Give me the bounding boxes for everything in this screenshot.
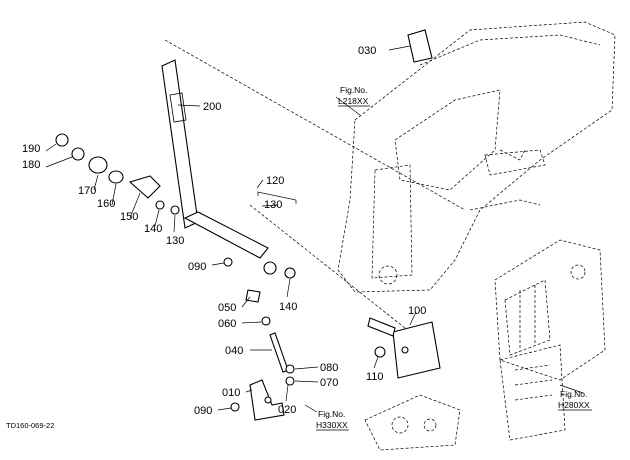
label-030: 030 (358, 45, 376, 57)
bracket-120-span (257, 191, 297, 204)
label-120: 120 (266, 175, 284, 187)
label-010: 010 (222, 387, 240, 399)
drawing-code: TD160-069-22 (6, 421, 54, 430)
label-020: 020 (278, 404, 296, 416)
fender-housing (337, 21, 616, 293)
assembly-line (469, 199, 541, 211)
label-140-b: 140 (279, 301, 297, 313)
bracket-010 (230, 379, 285, 421)
transmission-case (494, 239, 606, 381)
label-070: 070 (320, 377, 338, 389)
fig-ref-h280-number: H280XX (558, 400, 590, 410)
label-140-a: 140 (144, 223, 162, 235)
label-130-b: 130 (264, 199, 282, 211)
label-090-a: 090 (188, 261, 206, 273)
fig-ref-h330-number: H330XX (316, 420, 348, 430)
label-100: 100 (408, 305, 426, 317)
label-060: 060 (218, 318, 236, 330)
fig-ref-l218-number: L218XX (338, 96, 369, 106)
fig-ref-h330-label: Fig.No. (318, 409, 345, 419)
label-090-b: 090 (194, 405, 212, 417)
label-050: 050 (218, 302, 236, 314)
pivot-hardware (223, 257, 296, 279)
label-040: 040 (225, 345, 243, 357)
rod-linkage (245, 289, 295, 386)
lever-200 (161, 59, 269, 259)
label-200: 200 (203, 101, 221, 113)
fig-ref-h280-label: Fig.No. (560, 389, 587, 399)
label-150: 150 (120, 211, 138, 223)
fig-ref-l218-label: Fig.No. (340, 85, 367, 95)
label-170: 170 (78, 185, 96, 197)
lower-valve-assembly (364, 394, 461, 451)
label-180: 180 (22, 159, 40, 171)
leader-lines (45, 45, 584, 413)
label-160: 160 (97, 198, 115, 210)
hydraulic-valve-block (499, 344, 566, 441)
label-080: 080 (320, 362, 338, 374)
spring-assembly (55, 133, 180, 215)
assembly-line (164, 39, 466, 211)
label-190: 190 (22, 143, 40, 155)
label-130-a: 130 (166, 235, 184, 247)
label-110: 110 (366, 371, 384, 383)
assembly-line (249, 204, 421, 341)
lever-grip-030 (407, 29, 433, 63)
bracket-100 (367, 317, 441, 379)
